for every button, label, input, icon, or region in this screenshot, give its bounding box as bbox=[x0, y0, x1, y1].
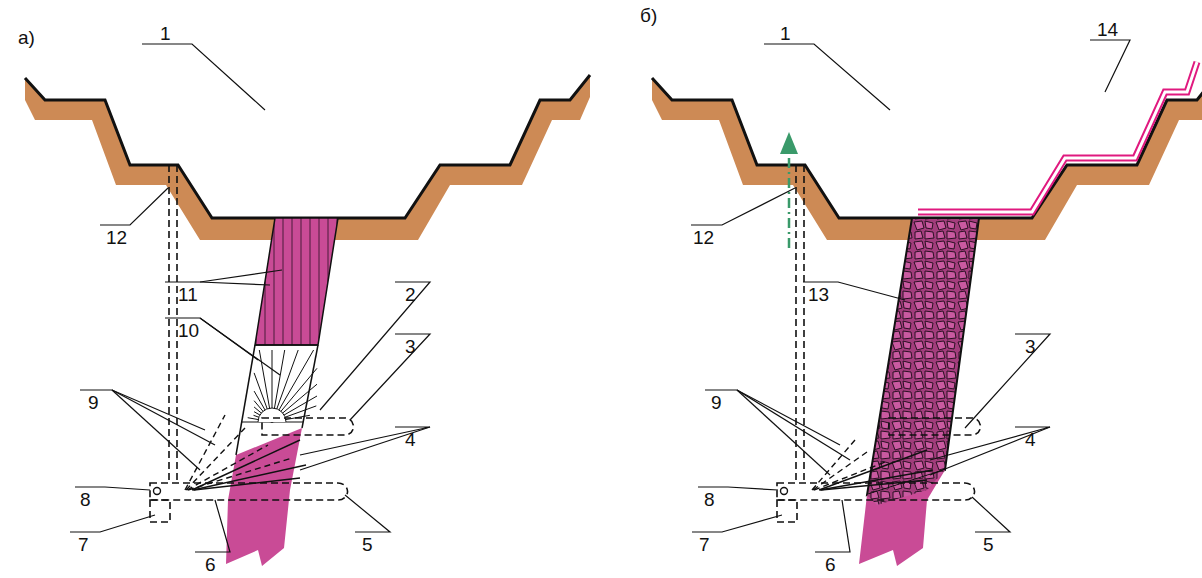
callout-number: 8 bbox=[80, 490, 91, 509]
callout-number: 11 bbox=[178, 285, 198, 304]
callout-number: 3 bbox=[405, 337, 416, 356]
drift-end bbox=[258, 408, 286, 422]
callout-number: 9 bbox=[88, 393, 99, 412]
callout-number: 12 bbox=[106, 228, 127, 247]
callout-number: 9 bbox=[711, 393, 722, 412]
callout-number: 1 bbox=[160, 24, 171, 43]
callout-number: 10 bbox=[178, 321, 199, 340]
callout-number: 14 bbox=[1097, 20, 1118, 39]
callout-number: 6 bbox=[825, 555, 836, 574]
callout-number: 5 bbox=[362, 535, 373, 554]
panel-letter: а) bbox=[18, 28, 35, 47]
callout-number: 7 bbox=[699, 535, 710, 554]
callout-number: 13 bbox=[808, 285, 829, 304]
callout-number: 6 bbox=[205, 555, 216, 574]
callout-number: 2 bbox=[405, 285, 416, 304]
callout-number: 8 bbox=[704, 490, 715, 509]
callout-number: 4 bbox=[405, 430, 416, 449]
callout-number: 7 bbox=[78, 535, 89, 554]
callout-number: 5 bbox=[983, 535, 994, 554]
callout-number: 12 bbox=[693, 228, 714, 247]
panel-letter: б) bbox=[640, 6, 657, 25]
callout-number: 3 bbox=[1025, 337, 1036, 356]
callout-number: 4 bbox=[1025, 430, 1036, 449]
callout-number: 1 bbox=[780, 24, 791, 43]
